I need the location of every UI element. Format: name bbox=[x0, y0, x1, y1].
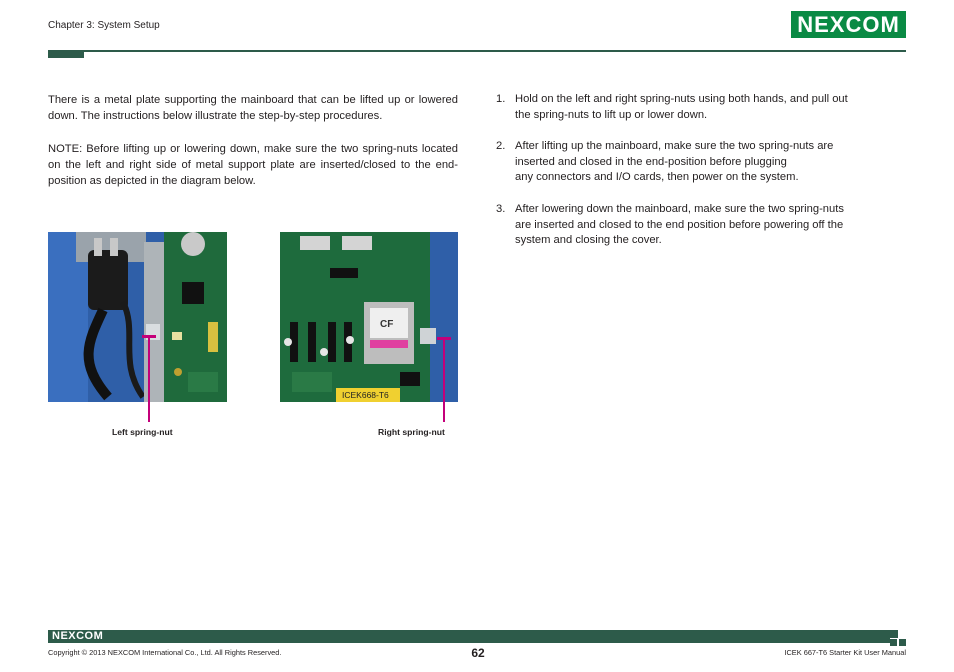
step-number: 2. bbox=[496, 140, 506, 152]
footer-logo: NEXCOM bbox=[52, 630, 104, 642]
note-paragraph: NOTE: Before lifting up or lowering down… bbox=[48, 143, 458, 187]
step-line: Hold on the left and right spring-nuts u… bbox=[515, 93, 848, 105]
footer-bar bbox=[48, 630, 890, 643]
step-line: are inserted and closed to the end posit… bbox=[515, 218, 844, 231]
chapter-title: Chapter 3: System Setup bbox=[48, 20, 160, 31]
footer-square-icon bbox=[890, 639, 897, 646]
step-line: any connectors and I/O cards, then power… bbox=[515, 171, 799, 184]
page-number: 62 bbox=[471, 646, 485, 660]
nexcom-logo: NEXCOM bbox=[791, 11, 906, 38]
header-rule bbox=[48, 50, 906, 52]
step-text: Hold on the left and right spring-nuts u… bbox=[515, 92, 848, 123]
manual-title: ICEK 667-T6 Starter Kit User Manual bbox=[784, 648, 906, 657]
step-line: After lifting up the mainboard, make sur… bbox=[515, 140, 834, 152]
footer-square-icon bbox=[899, 639, 906, 646]
step-text: After lowering down the mainboard, make … bbox=[515, 202, 844, 249]
left-spring-nut-photo bbox=[48, 232, 227, 402]
step-number: 1. bbox=[496, 93, 506, 105]
board-label: ICEK668-T6 bbox=[342, 390, 389, 400]
left-pointer-line bbox=[148, 336, 150, 422]
cf-card-label: CF bbox=[380, 319, 393, 330]
step-number: 3. bbox=[496, 203, 506, 215]
step-line: After lowering down the mainboard, make … bbox=[515, 203, 844, 215]
right-spring-nut-caption: Right spring-nut bbox=[378, 427, 445, 437]
step-line: inserted and closed in the end-position … bbox=[515, 155, 787, 168]
right-pointer-line bbox=[443, 338, 445, 422]
copyright-text: Copyright © 2013 NEXCOM International Co… bbox=[48, 648, 282, 657]
step-line: the spring-nuts to lift up or lower down… bbox=[515, 108, 708, 121]
footer-square-icon bbox=[890, 630, 898, 638]
intro-paragraph: There is a metal plate supporting the ma… bbox=[48, 94, 458, 122]
header-rule-block bbox=[48, 50, 84, 58]
left-spring-nut-caption: Left spring-nut bbox=[112, 427, 173, 437]
step-line: system and closing the cover. bbox=[515, 234, 662, 247]
step-text: After lifting up the mainboard, make sur… bbox=[515, 139, 833, 186]
right-spring-nut-photo: CF ICEK668-T6 bbox=[280, 232, 458, 402]
nexcom-logo-text: NEXCOM bbox=[797, 12, 900, 37]
